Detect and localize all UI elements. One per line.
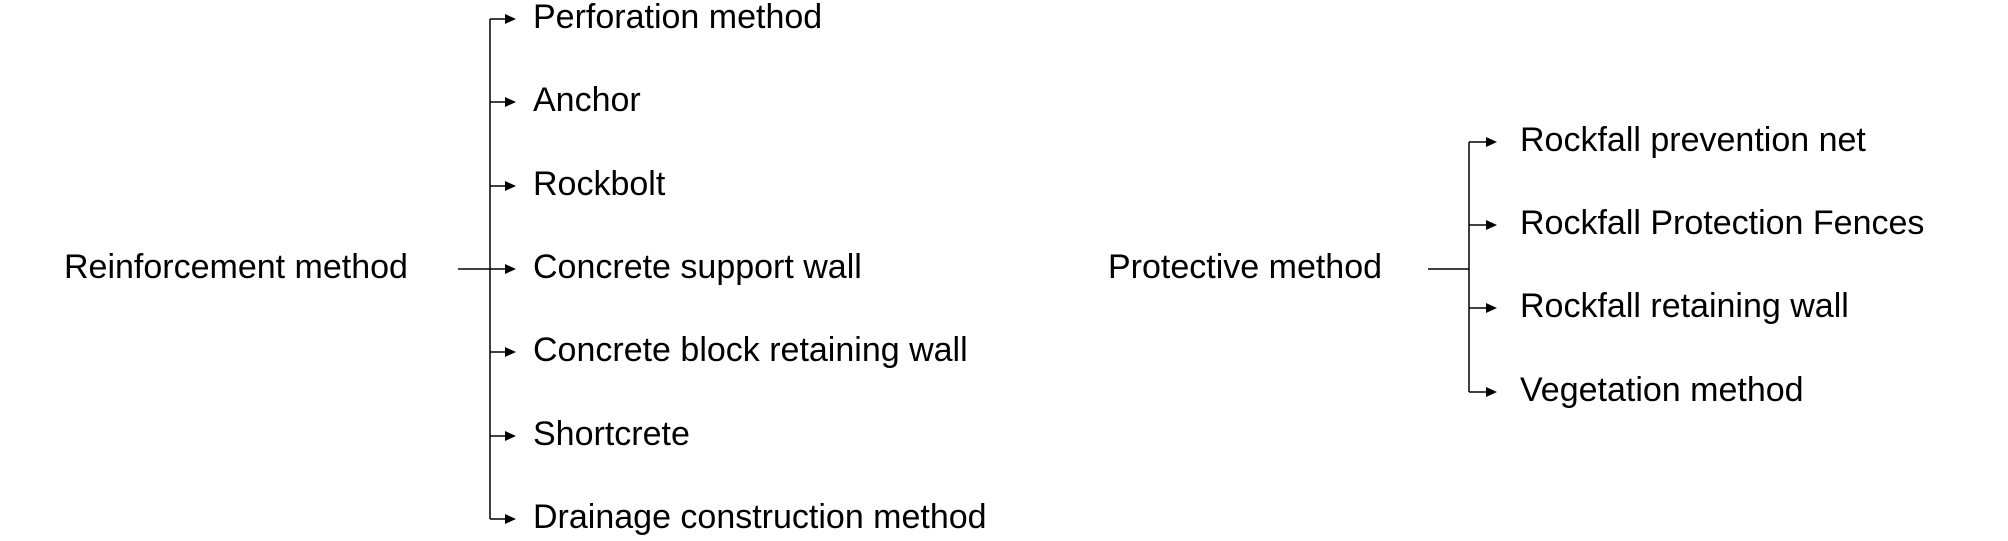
child-label: Rockfall retaining wall	[1520, 287, 1849, 325]
branch-item: Shortcrete	[490, 415, 690, 453]
child-label: Rockfall prevention net	[1520, 121, 1866, 159]
arrowhead-icon	[505, 431, 516, 441]
branch-item: Rockfall retaining wall	[1469, 287, 1849, 325]
arrowhead-icon	[505, 97, 516, 107]
arrowhead-icon	[505, 347, 516, 357]
arrowhead-icon	[505, 181, 516, 191]
child-label: Rockbolt	[533, 165, 666, 203]
child-label: Vegetation method	[1520, 371, 1804, 409]
branch-item: Concrete block retaining wall	[490, 331, 968, 369]
branch-item: Rockbolt	[490, 165, 666, 203]
arrowhead-icon	[1486, 303, 1497, 313]
arrowhead-icon	[1486, 137, 1497, 147]
child-label: Shortcrete	[533, 415, 690, 453]
branch-item: Anchor	[490, 81, 641, 119]
branch-item: Vegetation method	[1469, 371, 1804, 409]
child-label: Rockfall Protection Fences	[1520, 204, 1924, 242]
tree-protective: Protective method Rockfall prevention ne…	[1108, 121, 1924, 409]
branch-item: Perforation method	[490, 0, 822, 36]
branch-item: Rockfall Protection Fences	[1469, 204, 1924, 242]
branch-item: Drainage construction method	[490, 498, 987, 536]
arrowhead-icon	[505, 14, 516, 24]
child-label: Drainage construction method	[533, 498, 987, 536]
tree-reinforcement: Reinforcement method Perforation method …	[64, 0, 987, 536]
child-label: Anchor	[533, 81, 641, 119]
child-label: Concrete support wall	[533, 248, 862, 286]
branch-item: Rockfall prevention net	[1469, 121, 1866, 159]
branch-item: Concrete support wall	[490, 248, 862, 286]
root-label-protective: Protective method	[1108, 248, 1382, 286]
root-label-reinforcement: Reinforcement method	[64, 248, 408, 286]
arrowhead-icon	[1486, 387, 1497, 397]
child-label: Concrete block retaining wall	[533, 331, 968, 369]
arrowhead-icon	[505, 514, 516, 524]
child-label: Perforation method	[533, 0, 822, 36]
arrowhead-icon	[505, 264, 516, 274]
arrowhead-icon	[1486, 220, 1497, 230]
